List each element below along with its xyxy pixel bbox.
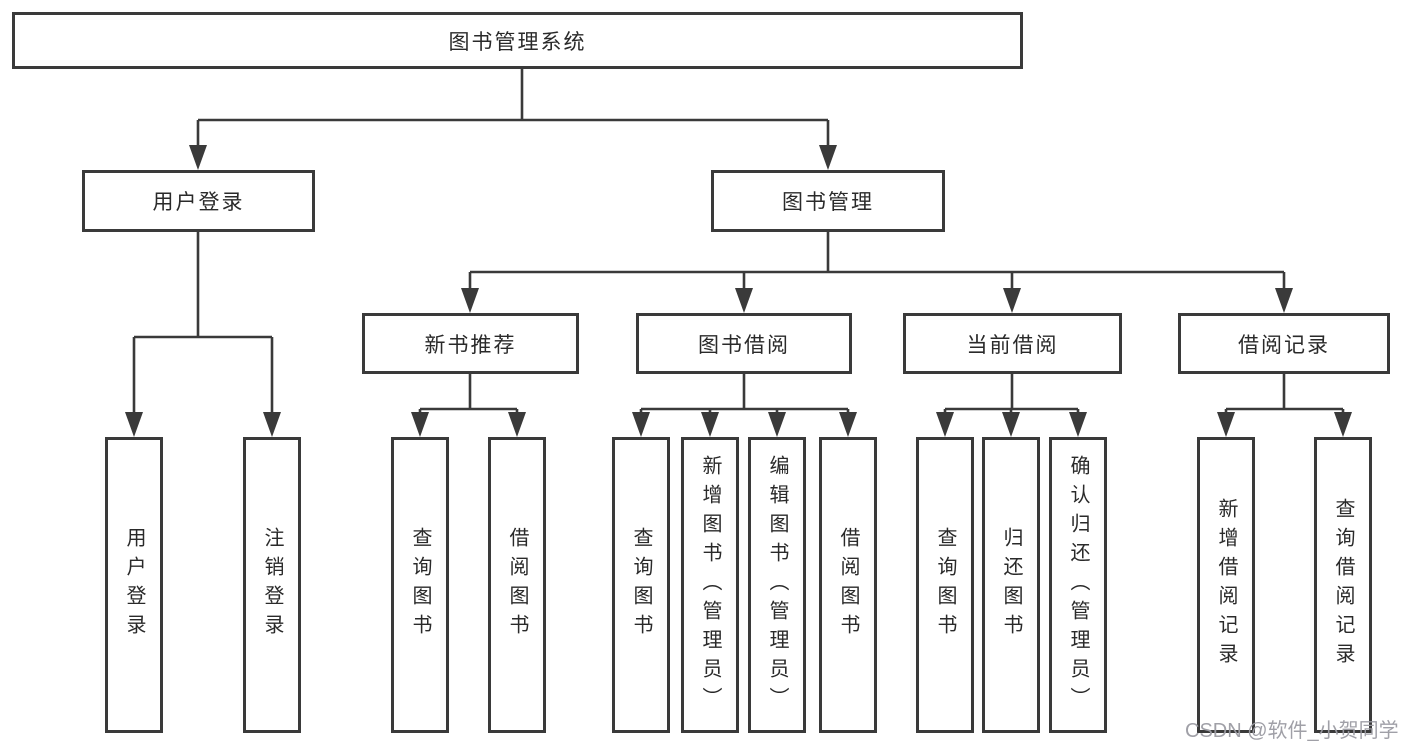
arrowhead	[1334, 412, 1352, 437]
connector-user-login-to-leaves	[125, 232, 281, 437]
arrowhead	[1217, 412, 1235, 437]
node-new-book-recommend: 新书推荐	[362, 313, 579, 374]
arrowhead	[461, 288, 479, 313]
leaf-borrow-borrow-books-label: 借阅图书	[837, 527, 859, 643]
leaf-current-confirm-return-admin-label: 确认归还（管理员）	[1067, 454, 1089, 716]
leaf-borrow-query-books-label: 查询图书	[630, 527, 652, 643]
arrowhead	[768, 412, 786, 437]
leaf-borrow-edit-books-admin-label: 编辑图书（管理员）	[766, 454, 788, 716]
arrowhead	[839, 412, 857, 437]
leaf-borrow-edit-books-admin: 编辑图书（管理员）	[748, 437, 806, 733]
leaf-records-add-record: 新增借阅记录	[1197, 437, 1255, 733]
arrowhead	[735, 288, 753, 313]
connector-book-borrow-to-leaves	[632, 374, 857, 437]
node-book-borrow: 图书借阅	[636, 313, 852, 374]
arrowhead	[819, 145, 837, 170]
connector-current-borrow-to-leaves	[936, 374, 1087, 437]
leaf-current-confirm-return-admin: 确认归还（管理员）	[1049, 437, 1107, 733]
leaf-current-query-books-label: 查询图书	[934, 527, 956, 643]
node-root: 图书管理系统	[12, 12, 1023, 69]
arrowhead	[632, 412, 650, 437]
leaf-current-return-books: 归还图书	[982, 437, 1040, 733]
node-root-label: 图书管理系统	[448, 30, 587, 54]
leaf-newbooks-query-books: 查询图书	[391, 437, 449, 733]
connector-root-to-level2	[189, 69, 837, 170]
connector-new-books-to-leaves	[411, 374, 526, 437]
node-book-borrow-label: 图书借阅	[698, 333, 790, 357]
node-book-management-label: 图书管理	[782, 191, 874, 214]
csdn-watermark: CSDN @软件_小贺同学	[1185, 720, 1399, 742]
connector-borrow-records-to-leaves	[1217, 374, 1352, 437]
leaf-current-return-books-label: 归还图书	[1000, 527, 1022, 643]
node-current-borrow: 当前借阅	[903, 313, 1122, 374]
node-user-login-label: 用户登录	[152, 191, 245, 214]
arrowhead	[701, 412, 719, 437]
arrowhead	[1275, 288, 1293, 313]
leaf-logout: 注销登录	[243, 437, 301, 733]
arrowhead	[125, 412, 143, 437]
leaf-logout-label: 注销登录	[261, 527, 283, 643]
node-borrow-records-label: 借阅记录	[1238, 333, 1330, 357]
leaf-records-query-record-label: 查询借阅记录	[1332, 498, 1354, 672]
arrowhead	[508, 412, 526, 437]
arrowhead	[411, 412, 429, 437]
arrowhead	[1003, 288, 1021, 313]
leaf-current-query-books: 查询图书	[916, 437, 974, 733]
leaf-newbooks-borrow-books: 借阅图书	[488, 437, 546, 733]
leaf-user-login-label: 用户登录	[123, 527, 145, 643]
leaf-borrow-borrow-books: 借阅图书	[819, 437, 877, 733]
arrowhead	[936, 412, 954, 437]
arrowhead	[1069, 412, 1087, 437]
leaf-records-query-record: 查询借阅记录	[1314, 437, 1372, 733]
leaf-records-add-record-label: 新增借阅记录	[1215, 498, 1237, 672]
connector-book-mgmt-to-level3	[461, 232, 1293, 313]
node-current-borrow-label: 当前借阅	[966, 333, 1059, 357]
node-book-management: 图书管理	[711, 170, 945, 232]
leaf-user-login: 用户登录	[105, 437, 163, 733]
node-borrow-records: 借阅记录	[1178, 313, 1390, 374]
leaf-borrow-query-books: 查询图书	[612, 437, 670, 733]
leaf-borrow-add-books-admin-label: 新增图书（管理员）	[699, 454, 721, 716]
leaf-borrow-add-books-admin: 新增图书（管理员）	[681, 437, 739, 733]
arrowhead	[189, 145, 207, 170]
leaf-newbooks-query-books-label: 查询图书	[409, 527, 431, 643]
arrowhead	[1002, 412, 1020, 437]
leaf-newbooks-borrow-books-label: 借阅图书	[506, 527, 528, 643]
node-user-login: 用户登录	[82, 170, 315, 232]
node-new-book-recommend-label: 新书推荐	[424, 333, 517, 357]
arrowhead	[263, 412, 281, 437]
